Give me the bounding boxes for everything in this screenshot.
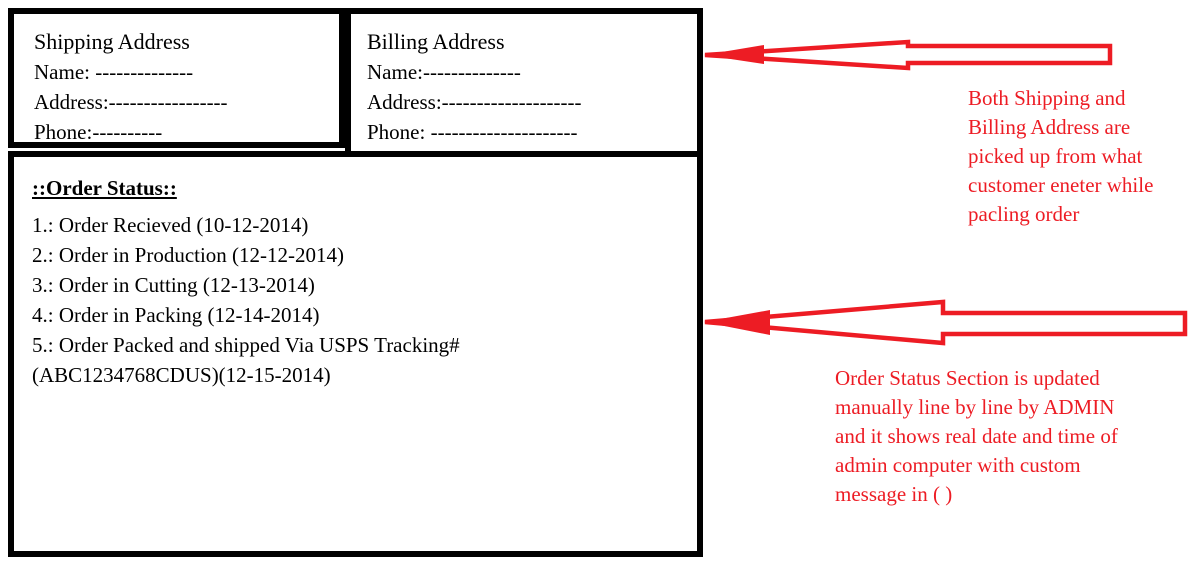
billing-address-fields: Name:-------------- Address:-------------… xyxy=(367,57,691,147)
status-note: Order Status Section is updated manually … xyxy=(835,364,1118,509)
billing-address-title: Billing Address xyxy=(367,29,505,54)
text-line: Address:----------------- xyxy=(34,90,228,114)
arrow-to-addresses-tip-icon xyxy=(704,45,764,64)
text-line: pacling order xyxy=(968,202,1080,226)
text-line: Phone: --------------------- xyxy=(367,120,578,144)
text-line: 5.: Order Packed and shipped Via USPS Tr… xyxy=(32,333,460,357)
text-line: picked up from what xyxy=(968,144,1143,168)
arrow-to-status-icon xyxy=(704,299,1188,346)
text-line: Name: -------------- xyxy=(34,60,194,84)
text-line: 2.: Order in Production (12-12-2014) xyxy=(32,243,345,267)
text-line: customer eneter while xyxy=(968,173,1154,197)
text-line: Address:-------------------- xyxy=(367,90,582,114)
text-line: (ABC1234768CDUS)(12-15-2014) xyxy=(32,363,331,387)
order-status-box: ::Order Status:: 1.: Order Recieved (10-… xyxy=(8,151,703,557)
text-line: Phone:---------- xyxy=(34,120,163,144)
order-status-list: 1.: Order Recieved (10-12-2014) 2.: Order… xyxy=(32,210,687,390)
billing-address-box: Billing Address Name:-------------- Addre… xyxy=(345,8,703,157)
text-line: Order Status Section is updated xyxy=(835,366,1100,390)
arrow-to-addresses-icon xyxy=(704,39,1113,71)
text-line: and it shows real date and time of xyxy=(835,424,1118,448)
text-line: manually line by line by ADMIN xyxy=(835,395,1115,419)
order-status-title: ::Order Status:: xyxy=(32,176,177,200)
shipping-address-box: Shipping Address Name: -------------- Add… xyxy=(8,8,345,148)
text-line: 4.: Order in Packing (12-14-2014) xyxy=(32,303,320,327)
text-line: 3.: Order in Cutting (12-13-2014) xyxy=(32,273,315,297)
text-line: Billing Address are xyxy=(968,115,1131,139)
text-line: Both Shipping and xyxy=(968,86,1126,110)
shipping-address-title: Shipping Address xyxy=(34,29,190,54)
shipping-address-fields: Name: -------------- Address:------------… xyxy=(34,57,333,147)
text-line: message in ( ) xyxy=(835,482,953,506)
text-line: Name:-------------- xyxy=(367,60,521,84)
text-line: 1.: Order Recieved (10-12-2014) xyxy=(32,213,309,237)
text-line: admin computer with custom xyxy=(835,453,1081,477)
arrow-to-status-tip-icon xyxy=(704,310,770,335)
